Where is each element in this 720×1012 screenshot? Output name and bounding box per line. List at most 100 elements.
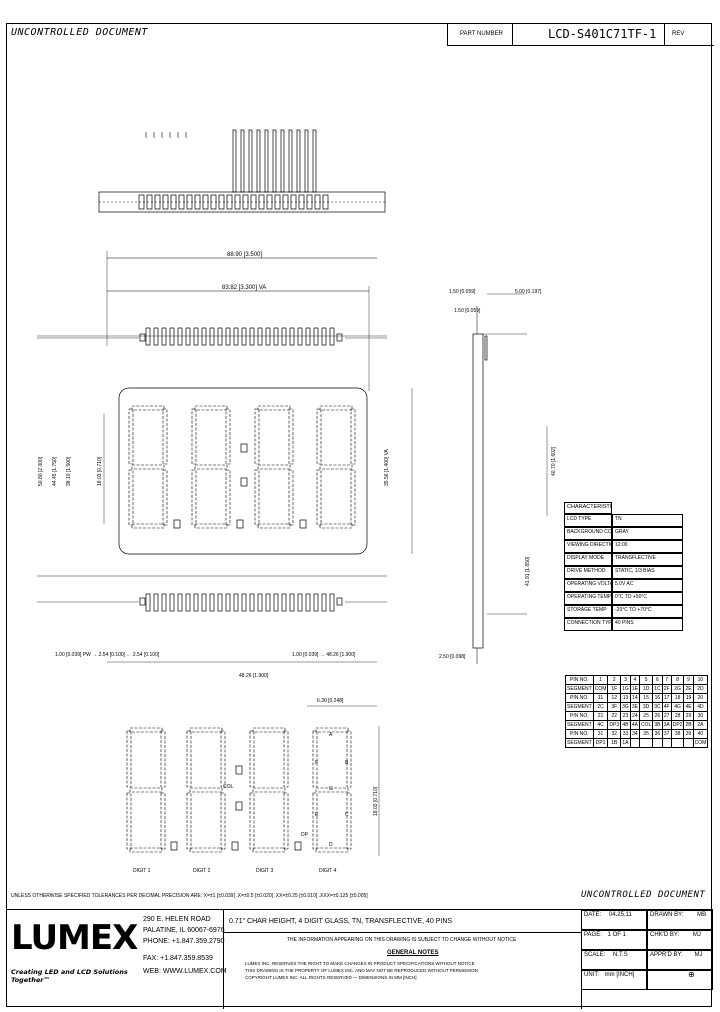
pin-foot bbox=[154, 194, 161, 210]
digit-label: DIGIT 3 bbox=[256, 868, 274, 874]
char-value: TN bbox=[612, 514, 683, 527]
pin bbox=[265, 593, 271, 612]
pin-foot bbox=[170, 194, 177, 210]
table-cell: 2A bbox=[692, 720, 709, 730]
segment bbox=[252, 787, 286, 793]
table-cell: 3F bbox=[607, 702, 622, 712]
pin bbox=[161, 593, 167, 612]
segment-map-digit-4 bbox=[312, 727, 352, 853]
notes-fine-3: COPYRIGHT LUMEX INC. ALL RIGHTS RESERVED… bbox=[245, 975, 417, 980]
segment bbox=[225, 408, 231, 465]
table-cell: 4G bbox=[670, 702, 685, 712]
pin bbox=[305, 593, 311, 612]
colon-dot bbox=[235, 801, 243, 811]
pin-foot bbox=[298, 194, 305, 210]
pin-foot bbox=[290, 194, 297, 210]
pin bbox=[256, 129, 261, 193]
pin bbox=[297, 593, 303, 612]
revision-grid: DATE: 04.25.11 DRAWN BY: MB PAGE: 1 OF 1… bbox=[581, 910, 713, 1009]
table-cell: 2E bbox=[683, 684, 694, 694]
pin-foot bbox=[202, 194, 209, 210]
colon-dot bbox=[235, 765, 243, 775]
segment bbox=[350, 408, 356, 465]
pin bbox=[273, 327, 279, 346]
front-digit-3 bbox=[254, 405, 294, 529]
segment bbox=[316, 469, 322, 526]
notes-fine-1: LUMEX INC. RESERVES THE RIGHT TO MAKE CH… bbox=[245, 961, 475, 966]
pin bbox=[257, 327, 263, 346]
dim-label: 2.50 [0.098] bbox=[439, 654, 466, 660]
pin bbox=[305, 327, 311, 346]
pin bbox=[281, 593, 287, 612]
pin bbox=[321, 327, 327, 346]
drawn-by-label: DRAWN BY: bbox=[650, 912, 684, 918]
digit-label: DIGIT 2 bbox=[193, 868, 211, 874]
table-cell: 9 bbox=[683, 675, 694, 685]
pin bbox=[249, 593, 255, 612]
segment bbox=[315, 727, 349, 733]
table-cell: 1G bbox=[620, 684, 631, 694]
approved-by: MJ bbox=[694, 952, 703, 958]
segment bbox=[191, 408, 197, 465]
seg-label: B bbox=[345, 760, 349, 766]
pin bbox=[240, 129, 245, 193]
table-cell: 2F bbox=[661, 684, 672, 694]
segment bbox=[254, 469, 260, 526]
pin bbox=[273, 593, 279, 612]
char-key: OPERATING TEMP bbox=[564, 592, 612, 605]
segment bbox=[315, 787, 349, 793]
pin bbox=[288, 129, 293, 193]
table-cell: 30 bbox=[692, 711, 709, 721]
table-cell: 35 bbox=[638, 729, 654, 739]
scale-label: SCALE: bbox=[584, 952, 606, 958]
tolerance-note: UNLESS OTHERWISE SPECIFIED TOLERANCES PE… bbox=[11, 893, 368, 899]
projection-symbol-icon: ⊕ bbox=[688, 970, 695, 979]
char-key: OPERATING VOLTAGE bbox=[564, 579, 612, 592]
char-value: STATIC, 1/3 BIAS bbox=[612, 566, 683, 579]
pin bbox=[145, 593, 151, 612]
pin bbox=[185, 593, 191, 612]
pin bbox=[169, 593, 175, 612]
segment bbox=[162, 408, 168, 465]
table-cell: 3E bbox=[629, 702, 640, 712]
table-cell bbox=[661, 738, 672, 748]
table-cell: 4E bbox=[683, 702, 694, 712]
pin-foot bbox=[138, 194, 145, 210]
pin-foot bbox=[322, 194, 329, 210]
segment-map-digit-2 bbox=[186, 727, 226, 853]
segment bbox=[129, 787, 163, 793]
uncontrolled-document-footer: UNCONTROLLED DOCUMENT bbox=[581, 890, 706, 900]
pin-foot bbox=[162, 194, 169, 210]
table-cell: 10 bbox=[692, 675, 709, 685]
pin bbox=[313, 593, 319, 612]
lumex-tagline: Creating LED and LCD Solutions Together™ bbox=[11, 968, 128, 984]
segment bbox=[257, 405, 291, 411]
char-key: VIEWING DIRECTION bbox=[564, 540, 612, 553]
company-address: 290 E. HELEN ROAD PALATINE, IL 60067-697… bbox=[143, 910, 227, 1009]
table-cell: 5 bbox=[638, 675, 654, 685]
char-value: TRANSFLECTIVE bbox=[612, 553, 683, 566]
pin bbox=[209, 593, 215, 612]
page-label: PAGE: bbox=[584, 932, 602, 938]
dim-label: 50.80 [2.000] bbox=[38, 456, 44, 486]
pin bbox=[209, 327, 215, 346]
seg-label: A bbox=[329, 732, 333, 738]
segment bbox=[128, 469, 134, 526]
table-cell: 1B bbox=[607, 738, 622, 748]
digit-label: DIGIT 4 bbox=[319, 868, 337, 874]
seg-label: COL bbox=[223, 784, 234, 790]
seg-label: DP bbox=[301, 832, 309, 838]
dim-label: 18.03 [0.710] bbox=[97, 456, 103, 486]
pin-foot bbox=[242, 194, 249, 210]
table-cell: 37 bbox=[661, 729, 672, 739]
general-notes-title: GENERAL NOTES bbox=[387, 950, 439, 956]
table-cell: 39 bbox=[683, 729, 694, 739]
address-line-2: PALATINE, IL 60067-6976 bbox=[143, 927, 225, 934]
table-cell: 13 bbox=[620, 693, 631, 703]
table-cell: 3B bbox=[652, 720, 663, 730]
pin-foot bbox=[282, 194, 289, 210]
table-cell: 24 bbox=[629, 711, 640, 721]
